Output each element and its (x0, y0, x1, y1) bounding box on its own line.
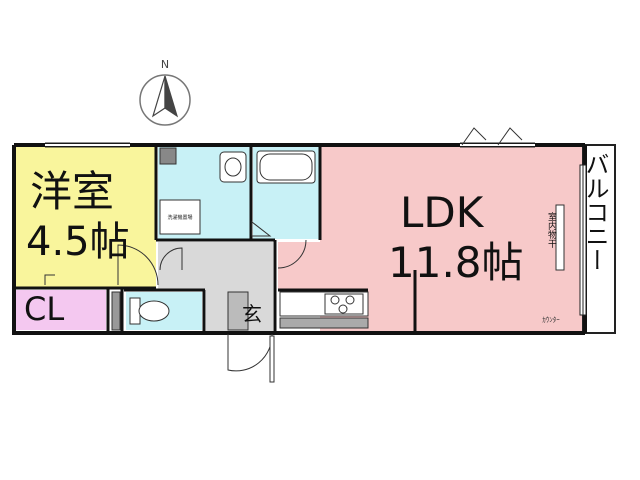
washbasin (219, 151, 247, 183)
laundry-label: 洗濯機置場 (167, 214, 192, 221)
balcony-area (582, 144, 616, 334)
indoor-drying-pole (555, 204, 565, 271)
bathtub (256, 150, 316, 184)
hallway-fill (158, 242, 273, 290)
closet-partition (111, 291, 121, 331)
western-room-size: 4.5帖 (26, 219, 130, 265)
compass-circle (139, 74, 191, 126)
compass (139, 74, 191, 126)
closet-name: CL (24, 290, 65, 328)
western-room-fill (16, 147, 156, 287)
compass-north-label: N (161, 58, 169, 71)
balcony-name: バルコニー (581, 152, 609, 272)
toilet (129, 297, 170, 325)
kitchen-counter (279, 291, 369, 329)
closet-fill (16, 290, 106, 330)
pillar-washroom (159, 147, 177, 165)
balcony-sash (579, 164, 587, 316)
indoor-drying-label: 室内物干 (546, 212, 556, 248)
front-door (269, 335, 275, 383)
compass-arrow-left (151, 75, 166, 118)
entrance-name: 玄 (242, 302, 262, 326)
ldk-size: 11.8帖 (388, 238, 524, 287)
compass-arrow-right (164, 75, 179, 118)
western-room-name: 洋室 (30, 167, 115, 216)
shoe-cabinet (227, 291, 249, 331)
laundry-space (159, 199, 201, 235)
ldk-corridor-fill (278, 242, 320, 290)
counter-label: ｶｳﾝﾀｰ (542, 316, 560, 324)
interior-walls (16, 145, 417, 333)
ldk-name: LDK (400, 188, 484, 237)
top-window-frames (45, 142, 535, 148)
